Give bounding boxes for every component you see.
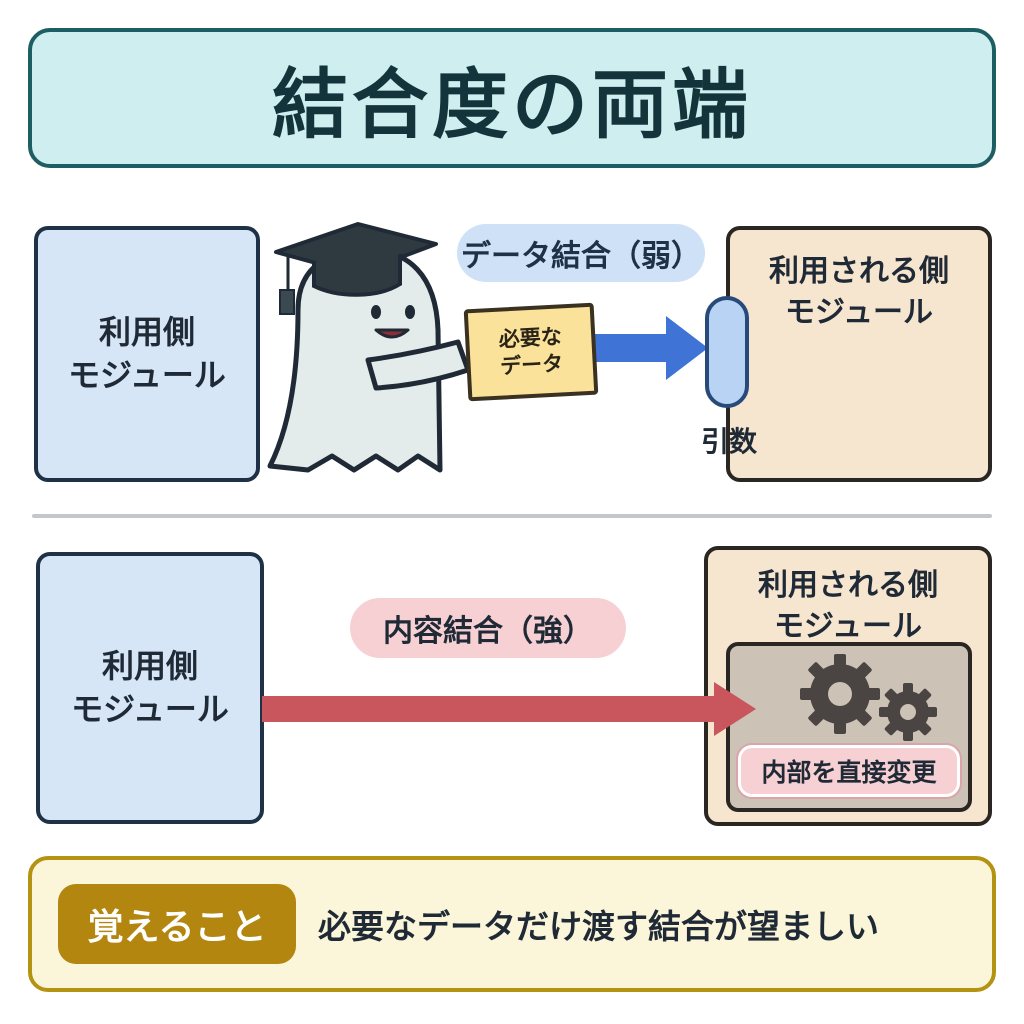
- required-data-card: 必要な データ: [463, 302, 599, 402]
- data-coupling-label: データ結合（弱）: [457, 224, 705, 282]
- content-coupling-label: 内容結合（強）: [350, 598, 626, 658]
- caller-module-top: 利用側 モジュール: [34, 226, 260, 482]
- data-arrow: [590, 316, 708, 380]
- takeaway-badge: 覚えること: [58, 884, 296, 964]
- gears-icon: [800, 654, 937, 741]
- callee-module-top: 利用される側 モジュール: [726, 226, 992, 482]
- caller-module-bottom: 利用側 モジュール: [36, 552, 264, 824]
- content-arrow: [262, 682, 756, 736]
- argument-port: [705, 296, 749, 408]
- callee-module-label: 利用される側 モジュール: [758, 568, 938, 644]
- caller-module-label: 利用側 モジュール: [68, 312, 226, 394]
- argument-label: 引数: [700, 425, 757, 458]
- section-divider: [32, 514, 992, 518]
- page-title: 結合度の両端: [272, 60, 752, 149]
- required-data-label: 必要な データ: [498, 324, 564, 379]
- callee-module-label: 利用される側 モジュール: [769, 254, 949, 330]
- title-banner: 結合度の両端: [28, 28, 996, 168]
- ghost-with-graduation-cap-icon: [267, 222, 471, 473]
- takeaway-text: 必要なデータだけ渡す結合が望ましい: [318, 907, 879, 946]
- direct-modify-label: 内部を直接変更: [738, 745, 960, 797]
- caller-module-label: 利用側 モジュール: [71, 646, 229, 728]
